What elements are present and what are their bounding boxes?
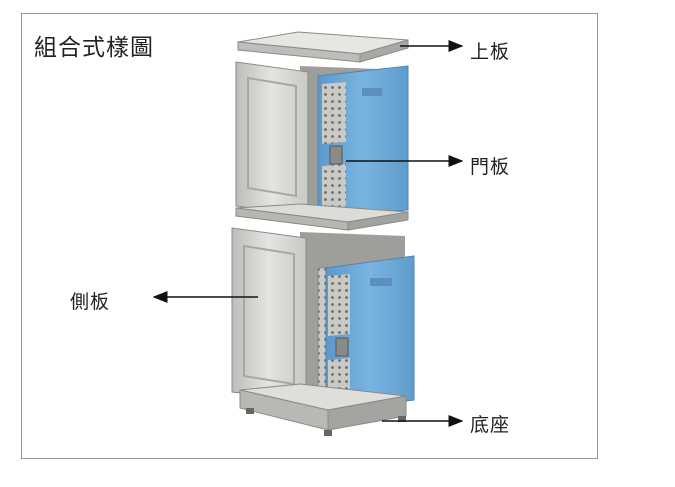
label-top-panel: 上板: [470, 41, 511, 63]
label-base: 底座: [470, 414, 511, 436]
base-stand: [239, 383, 407, 436]
diagram-title: 組合式樣圖: [34, 35, 154, 61]
label-side-panel: 側板: [70, 291, 111, 313]
top-panel: [237, 31, 409, 63]
lower-unit: [231, 227, 415, 413]
middle-shelf: [235, 203, 409, 231]
label-door-panel: 門板: [470, 156, 511, 178]
upper-unit: [235, 61, 409, 217]
